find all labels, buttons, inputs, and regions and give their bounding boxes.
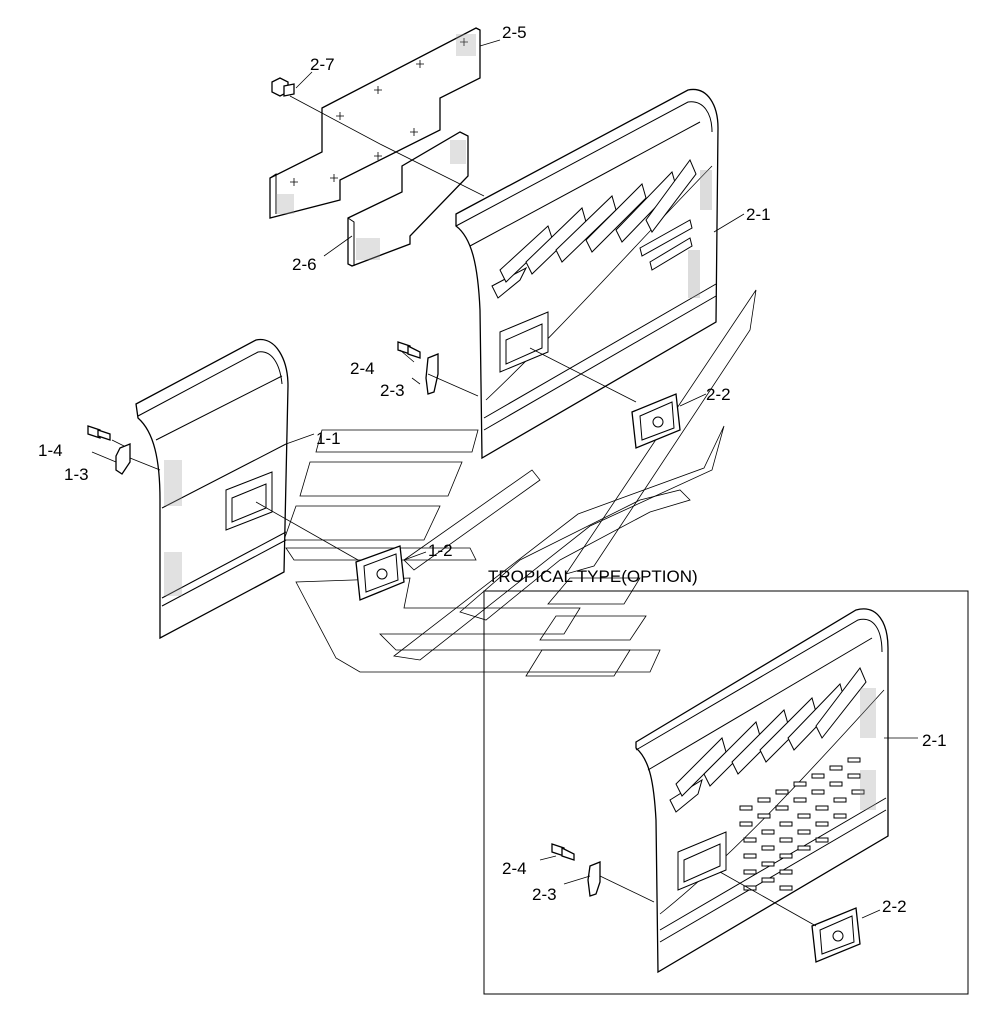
tropical-bolt-2-4	[551, 843, 575, 861]
bolt-2-7	[271, 77, 295, 97]
label-2-1: 2-1	[746, 205, 771, 224]
door-panel-2-1	[455, 88, 719, 460]
label-1-4: 1-4	[38, 441, 63, 460]
tropical-lock-2-2	[811, 907, 861, 963]
label-2-6: 2-6	[292, 255, 317, 274]
tropical-option-box	[483, 590, 969, 995]
tropical-door-panel-2-1	[635, 608, 889, 974]
label-2-7: 2-7	[310, 55, 335, 74]
label-2-3: 2-3	[380, 381, 405, 400]
label-1-2: 1-2	[428, 541, 453, 560]
stud-marks	[290, 38, 468, 186]
label-opt-2-2: 2-2	[882, 897, 907, 916]
watermark-logo	[283, 289, 757, 677]
insulation-pad-2-6	[347, 131, 469, 267]
leader-lines-main	[91, 39, 745, 561]
label-opt-2-4: 2-4	[502, 859, 527, 878]
lock-1-2	[355, 545, 405, 601]
leader-lines-tropical	[539, 737, 918, 927]
bolt-1-4	[87, 425, 111, 441]
label-opt-2-1: 2-1	[922, 731, 947, 750]
option-title: TROPICAL TYPE(OPTION)	[488, 567, 698, 586]
bolt-2-4	[397, 341, 421, 359]
label-opt-2-3: 2-3	[532, 885, 557, 904]
label-2-4: 2-4	[350, 359, 375, 378]
label-2-5: 2-5	[502, 23, 527, 42]
bracket-2-3	[425, 353, 439, 395]
lock-2-2	[631, 393, 681, 449]
vent-slots-2-1	[491, 158, 697, 299]
perforation-grid	[739, 757, 865, 891]
label-1-1: 1-1	[316, 429, 341, 448]
door-panel-1-1	[135, 339, 289, 640]
vent-slots-tropical	[669, 667, 867, 813]
tropical-bracket-2-3	[587, 861, 601, 897]
label-2-2: 2-2	[706, 385, 731, 404]
insulation-pad-2-5	[269, 27, 481, 219]
label-1-3: 1-3	[64, 465, 89, 484]
bracket-1-3	[115, 443, 131, 475]
